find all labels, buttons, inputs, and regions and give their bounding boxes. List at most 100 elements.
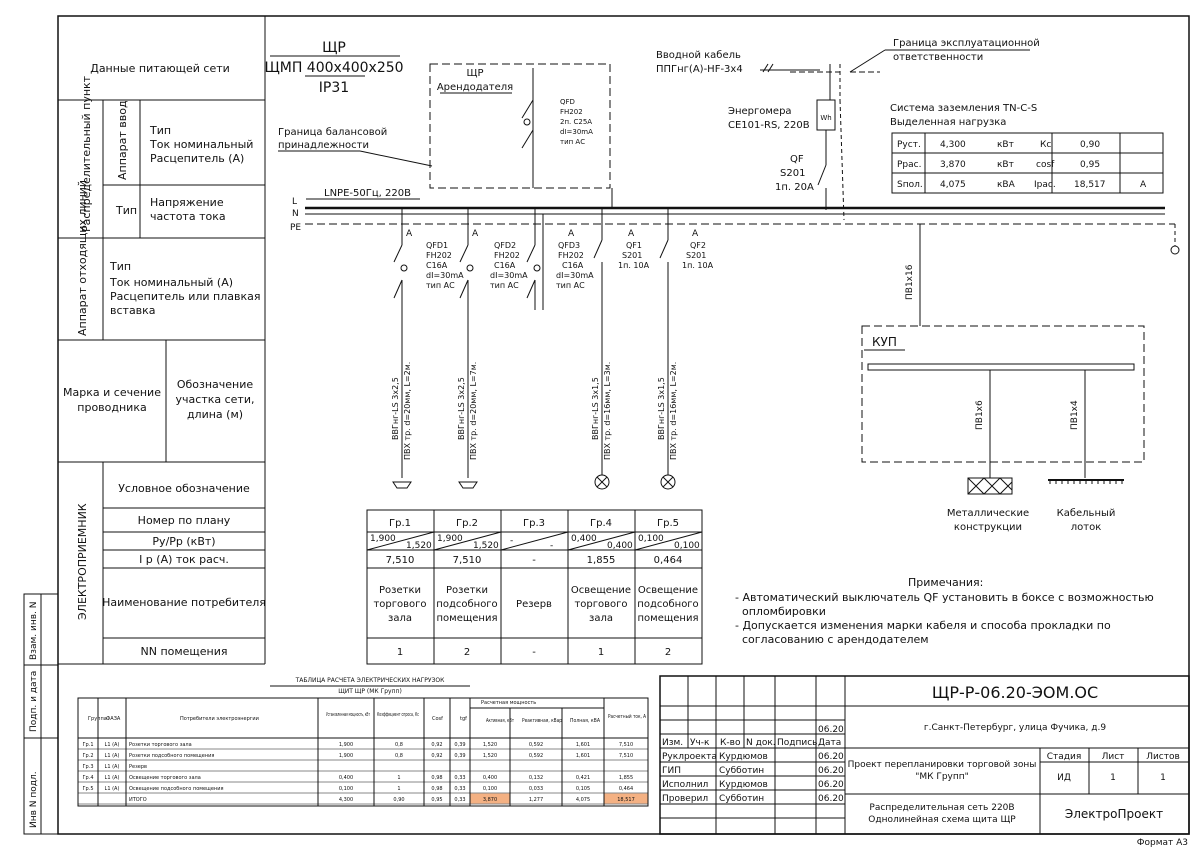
tb-p3-role: Проверил (662, 794, 708, 804)
calc-total-highlight (470, 793, 510, 804)
hdr-conductor-1: проводника (77, 401, 146, 414)
calc-cell-r1-c8: 0,592 (529, 753, 543, 759)
hdr-recv-plan-no: Номер по плану (138, 514, 231, 527)
bus-bars: LNPE-50Гц, 220В L N PE (290, 188, 1180, 255)
gr-r2c2: кВА (997, 180, 1016, 190)
main-qf-0: QF (790, 154, 804, 165)
calc-h10: Расчетный ток, А (608, 713, 646, 720)
tenant-qfd-3: dI=30mA (560, 128, 593, 136)
calc-cell-r4-c6: 0,33 (454, 786, 465, 792)
tb-project-0: Проект перепланировки торговой зоны (848, 760, 1037, 770)
hdr-input-f1: Ток номинальный (149, 138, 253, 151)
notes-line-1: опломбировки (742, 605, 826, 618)
grp1-pu: 1,900 (370, 534, 396, 544)
hdr-outgoing: Аппарат отходящих линий (76, 180, 89, 336)
gr-r1c3: cosf (1036, 160, 1055, 170)
calc-cell-r4-c4: 1 (397, 786, 400, 792)
tb-p0-name: Курдюмов (719, 752, 768, 762)
calc-h1: ФАЗА (106, 716, 121, 722)
notes-line-0: - Автоматический выключатель QF установи… (735, 591, 1154, 604)
tb-stage-v0: ИД (1057, 773, 1071, 783)
tb-col-0: Изм. (662, 738, 683, 748)
calc-cell-r3-c0: Гр.4 (83, 775, 94, 781)
calc-cell-r0-c0: Гр.1 (83, 742, 94, 748)
grp4-room: 1 (598, 647, 604, 658)
calc-h0: Группа (88, 716, 107, 722)
calc-cell-r0-c7: 1,520 (483, 742, 497, 748)
ground-icon (1170, 245, 1180, 255)
meter-wh-label: Wh (820, 114, 831, 122)
grp1-cons-0: Розетки (379, 585, 421, 596)
tenant-qfd-0: QFD (560, 98, 575, 106)
grp2-pr: 1,520 (473, 541, 499, 551)
f1-l1: FH202 (426, 251, 452, 260)
calc-h4: Коэффициент спроса, Кс (377, 712, 419, 718)
calc-cell-r0-c5: 0,92 (431, 742, 442, 748)
hdr-recv-power: Ру/Рр (кВт) (152, 535, 215, 548)
panel-label: ЩР ЩМП 400x400x250 IP31 (264, 40, 403, 96)
grp5-ip: 0,464 (654, 555, 683, 566)
tb-p2-date: 06.20 (818, 780, 844, 790)
f5-cable-0: ВВГнг-LS 3x1,5 (657, 377, 666, 440)
f2-cable-0: ВВГнг-LS 3x2,5 (457, 377, 466, 440)
gr-r0c1: 4,300 (940, 140, 966, 150)
f1-cable-1: ПВХ тр. d=20мм, L=2м. (403, 362, 412, 460)
hdr-conductor-0: Марка и сечение (63, 386, 161, 399)
calc-cell-r5-c4: 0,90 (393, 797, 404, 803)
calc-cell-r3-c2: Освещение торгового зала (129, 775, 201, 781)
f2-cable-1: ПВХ тр. d=20мм, L=7м. (469, 362, 478, 460)
gr-r1c1: 3,870 (940, 160, 966, 170)
grp4-pu: 0,400 (571, 534, 597, 544)
gr-r1c2: кВт (997, 160, 1014, 170)
tb-p1-name: Субботин (719, 766, 764, 776)
gr-r2c1: 4,075 (940, 180, 966, 190)
kup-section: ПВ1x16 КУП ПВ1x6 ПВ1x4 Металлические кон… (861, 224, 1145, 533)
kup-target-a-1: конструкции (954, 522, 1022, 533)
calc-cell-r1-c0: Гр.2 (83, 753, 94, 759)
calc-cell-r4-c3: 0,100 (339, 786, 353, 792)
calc-h9: Полная, кВА (570, 718, 601, 724)
feeder-1: A QFD1 FH202 C16A dI=30mA тип АС ВВГнг-L… (391, 208, 464, 489)
tb-col-3: N док. (746, 738, 776, 748)
grp5-pr: 0,100 (674, 541, 700, 551)
grp1-ip: 7,510 (386, 555, 415, 566)
stamp-inv-original: Инв N подл. (29, 771, 39, 828)
kup-label: КУП (872, 335, 897, 349)
grp4-pr: 0,400 (607, 541, 633, 551)
balance-boundary-1: принадлежности (278, 140, 369, 151)
calc-cell-r4-c5: 0,98 (431, 786, 442, 792)
f1-cable-0: ВВГнг-LS 3x2,5 (391, 377, 400, 440)
gr-r1c0: Ррас. (897, 160, 921, 170)
meter-1: CE101-RS, 220В (728, 120, 810, 131)
calc-cell-r0-c6: 0,39 (454, 742, 465, 748)
tenant-qfd-4: тип АС (560, 138, 585, 146)
calc-subtitle: ЩИТ ЩР (МК Групп) (338, 688, 402, 695)
notes-title: Примечания: (908, 576, 983, 589)
hdr-outgoing-f1: Ток номинальный (А) (109, 276, 233, 289)
f3-l2: C16A (562, 261, 584, 270)
calc-cell-r3-c9: 0,421 (576, 775, 590, 781)
feeders: A QFD1 FH202 C16A dI=30mA тип АС ВВГнг-L… (391, 208, 714, 490)
calc-h8: Реактивная, кВар (522, 718, 562, 724)
grp2-pu: 1,900 (437, 534, 463, 544)
grp1-cons-2: зала (388, 613, 412, 624)
grp3-cons-0: Резерв (516, 599, 552, 610)
gr-r1c4: 0,95 (1080, 160, 1100, 170)
tb-p1-role: ГИП (662, 766, 681, 776)
grp1-cons-1: торгового (373, 599, 426, 610)
main-qf-2: 1п. 20А (775, 182, 814, 193)
calc-cell-r3-c1: L1 (A) (105, 775, 120, 781)
hdr-input-device: Аппарат ввод (116, 100, 129, 180)
panel-name: ЩР (322, 40, 346, 56)
calc-cell-r1-c5: 0,92 (431, 753, 442, 759)
metal-structure-icon (967, 477, 1013, 495)
tenant-qfd-2: 2п. C25A (560, 118, 592, 126)
hdr-input-f2: Расцепитель (А) (150, 152, 244, 165)
notes-line-3: согласованию с арендодателем (742, 633, 929, 646)
grp4-cons-0: Освещение (571, 585, 631, 596)
gr-r2c0: Sпол. (897, 180, 923, 190)
tb-p2-name: Курдюмов (719, 780, 768, 790)
kup-busbar (867, 363, 1135, 371)
tb-p0-date: 06.20 (818, 752, 844, 762)
hdr-voltage: Напряжение (150, 196, 224, 209)
